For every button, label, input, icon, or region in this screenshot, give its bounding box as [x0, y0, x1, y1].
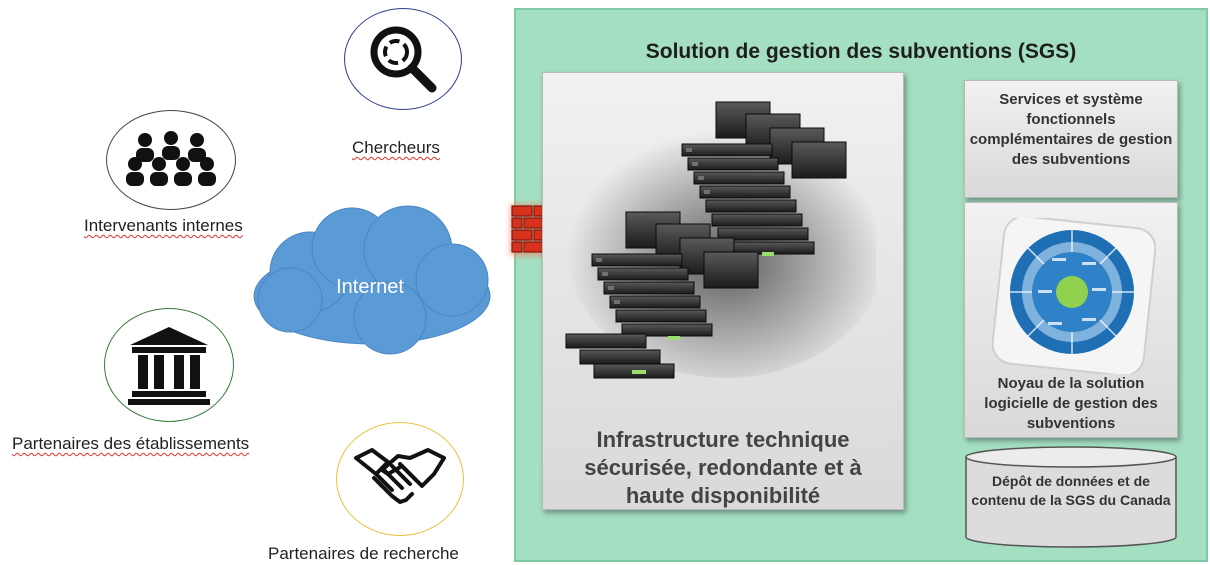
server-rack-icon: [565, 101, 876, 379]
internet-label: Internet: [336, 276, 404, 298]
research-partners-label: Partenaires de recherche: [268, 544, 459, 563]
process-wheel-icon: [992, 218, 1156, 374]
researchers-circle: [344, 8, 462, 110]
magnifier-icon: [370, 26, 437, 93]
sgs-title: Solution de gestion des subventions (SGS…: [645, 40, 1077, 63]
services-card: [964, 80, 1178, 198]
database-icon: [965, 446, 1177, 548]
institutions-circle: [104, 308, 234, 422]
core-label: Noyau de la solution logicielle de gesti…: [984, 375, 1158, 432]
research-partners-circle: [336, 422, 464, 536]
institution-building-icon: [128, 327, 210, 405]
handshake-icon: [354, 448, 446, 504]
infrastructure-label: Infrastructure technique sécurisée, redo…: [584, 427, 862, 508]
internet-cloud-icon: [253, 205, 491, 355]
institutions-label: Partenaires des établissements: [12, 434, 250, 453]
internal-stakeholders-label: Intervenants internes: [84, 216, 243, 235]
people-group-icon: [126, 131, 216, 186]
internal-stakeholders-circle: [106, 110, 236, 210]
services-label: Services et système fonctionnels complém…: [969, 91, 1173, 168]
repository-label: Dépôt de données et de contenu de la SGS…: [971, 473, 1171, 508]
researchers-label: Chercheurs: [352, 138, 440, 157]
